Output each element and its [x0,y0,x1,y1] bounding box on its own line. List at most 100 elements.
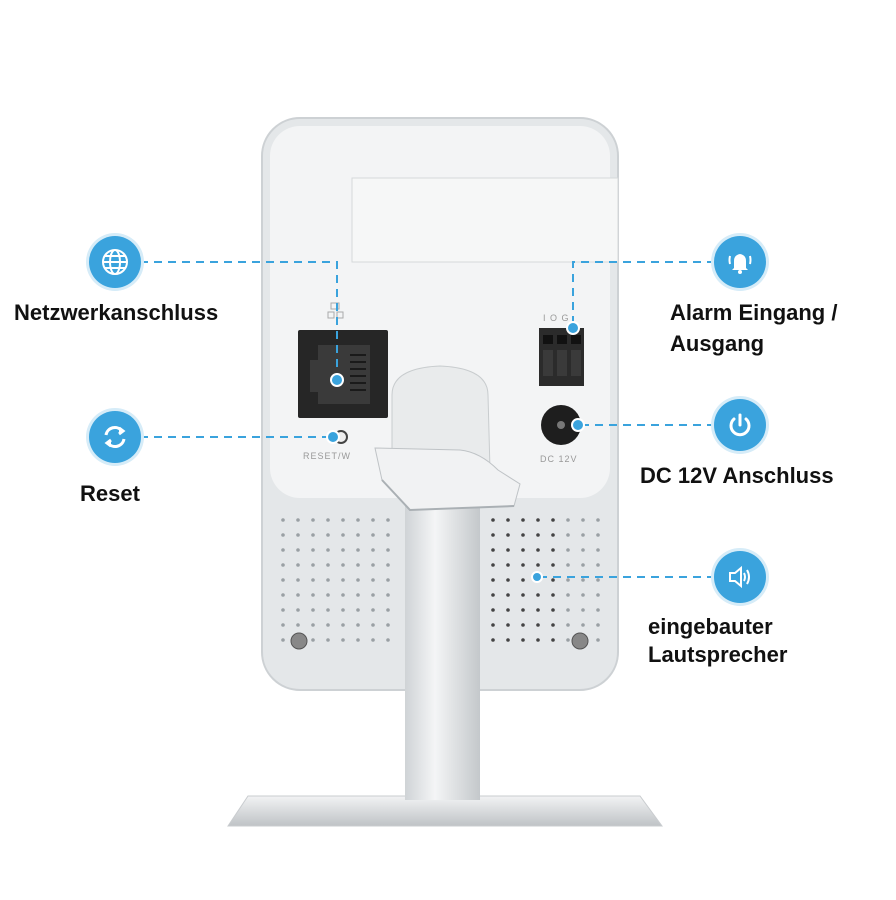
grille-hole [311,578,315,582]
grille-hole [356,593,360,597]
grille-hole [296,578,300,582]
grille-hole [521,578,525,582]
grille-hole [311,518,315,522]
grille-hole [326,533,330,537]
grille-hole [386,593,390,597]
grille-hole [536,548,540,552]
grille-hole [521,593,525,597]
dc-power-jack: DC 12V [540,405,581,464]
grille-hole [536,638,540,642]
grille-hole [311,608,315,612]
grille-hole [536,623,540,627]
grille-hole [581,563,585,567]
grille-hole [386,638,390,642]
grille-hole [491,593,495,597]
grille-hole [326,518,330,522]
grille-hole [296,593,300,597]
grille-hole [326,623,330,627]
grille-hole [281,548,285,552]
grille-hole [596,578,600,582]
grille-hole [521,518,525,522]
grille-hole [581,623,585,627]
grille-hole [341,548,345,552]
grille-hole [356,638,360,642]
grille-hole [506,563,510,567]
grille-hole [551,593,555,597]
grille-hole [356,608,360,612]
grille-hole [581,533,585,537]
grille-hole [296,623,300,627]
grille-hole [491,578,495,582]
grille-hole [596,623,600,627]
grille-hole [551,533,555,537]
grille-hole [521,548,525,552]
grille-hole [551,638,555,642]
grille-hole [566,533,570,537]
grille-hole [551,518,555,522]
grille-hole [386,623,390,627]
power-label: DC 12V Anschluss [640,463,834,488]
grille-hole [581,593,585,597]
grille-hole [491,518,495,522]
grille-hole [281,518,285,522]
grille-hole [566,548,570,552]
grille-hole [281,593,285,597]
grille-hole [566,623,570,627]
grille-hole [521,623,525,627]
grille-hole [596,518,600,522]
grille-hole [521,563,525,567]
grille-hole [341,518,345,522]
grille-hole [506,533,510,537]
reset-marking: RESET/W [303,451,351,461]
stand-pole [405,495,480,800]
grille-hole [326,548,330,552]
grille-hole [296,563,300,567]
grille-hole [386,578,390,582]
grille-hole [536,608,540,612]
grille-hole [521,533,525,537]
grille-hole [581,548,585,552]
grille-hole [341,623,345,627]
grille-hole [581,608,585,612]
grille-hole [371,563,375,567]
grille-hole [371,518,375,522]
grille-hole [281,623,285,627]
grille-hole [281,638,285,642]
grille-hole [551,608,555,612]
grille-hole [491,608,495,612]
grille-hole [491,623,495,627]
grille-hole [566,563,570,567]
grille-hole [596,608,600,612]
grille-hole [326,563,330,567]
grille-hole [311,533,315,537]
grille-hole [506,638,510,642]
grille-hole [341,608,345,612]
stand-base [227,795,663,827]
grille-hole [296,548,300,552]
callout-lines [140,261,715,578]
grille-hole [566,518,570,522]
speaker-label-line1: eingebauter [648,614,773,639]
grille-hole [326,593,330,597]
grille-hole [596,533,600,537]
grille-hole [566,638,570,642]
grille-hole [341,533,345,537]
screw [571,632,589,650]
grille-hole [371,548,375,552]
grille-hole [536,518,540,522]
grille-hole [371,638,375,642]
grille-hole [506,593,510,597]
grille-hole [506,518,510,522]
speaker-label-line2: Lautsprecher [648,642,788,667]
grille-hole [326,608,330,612]
grille-hole [296,608,300,612]
grille-hole [551,563,555,567]
grille-hole [371,623,375,627]
dc-marking: DC 12V [540,454,578,464]
grille-hole [521,638,525,642]
grille-hole [596,563,600,567]
grille-hole [506,623,510,627]
bell-icon [714,236,766,288]
grille-hole [356,563,360,567]
